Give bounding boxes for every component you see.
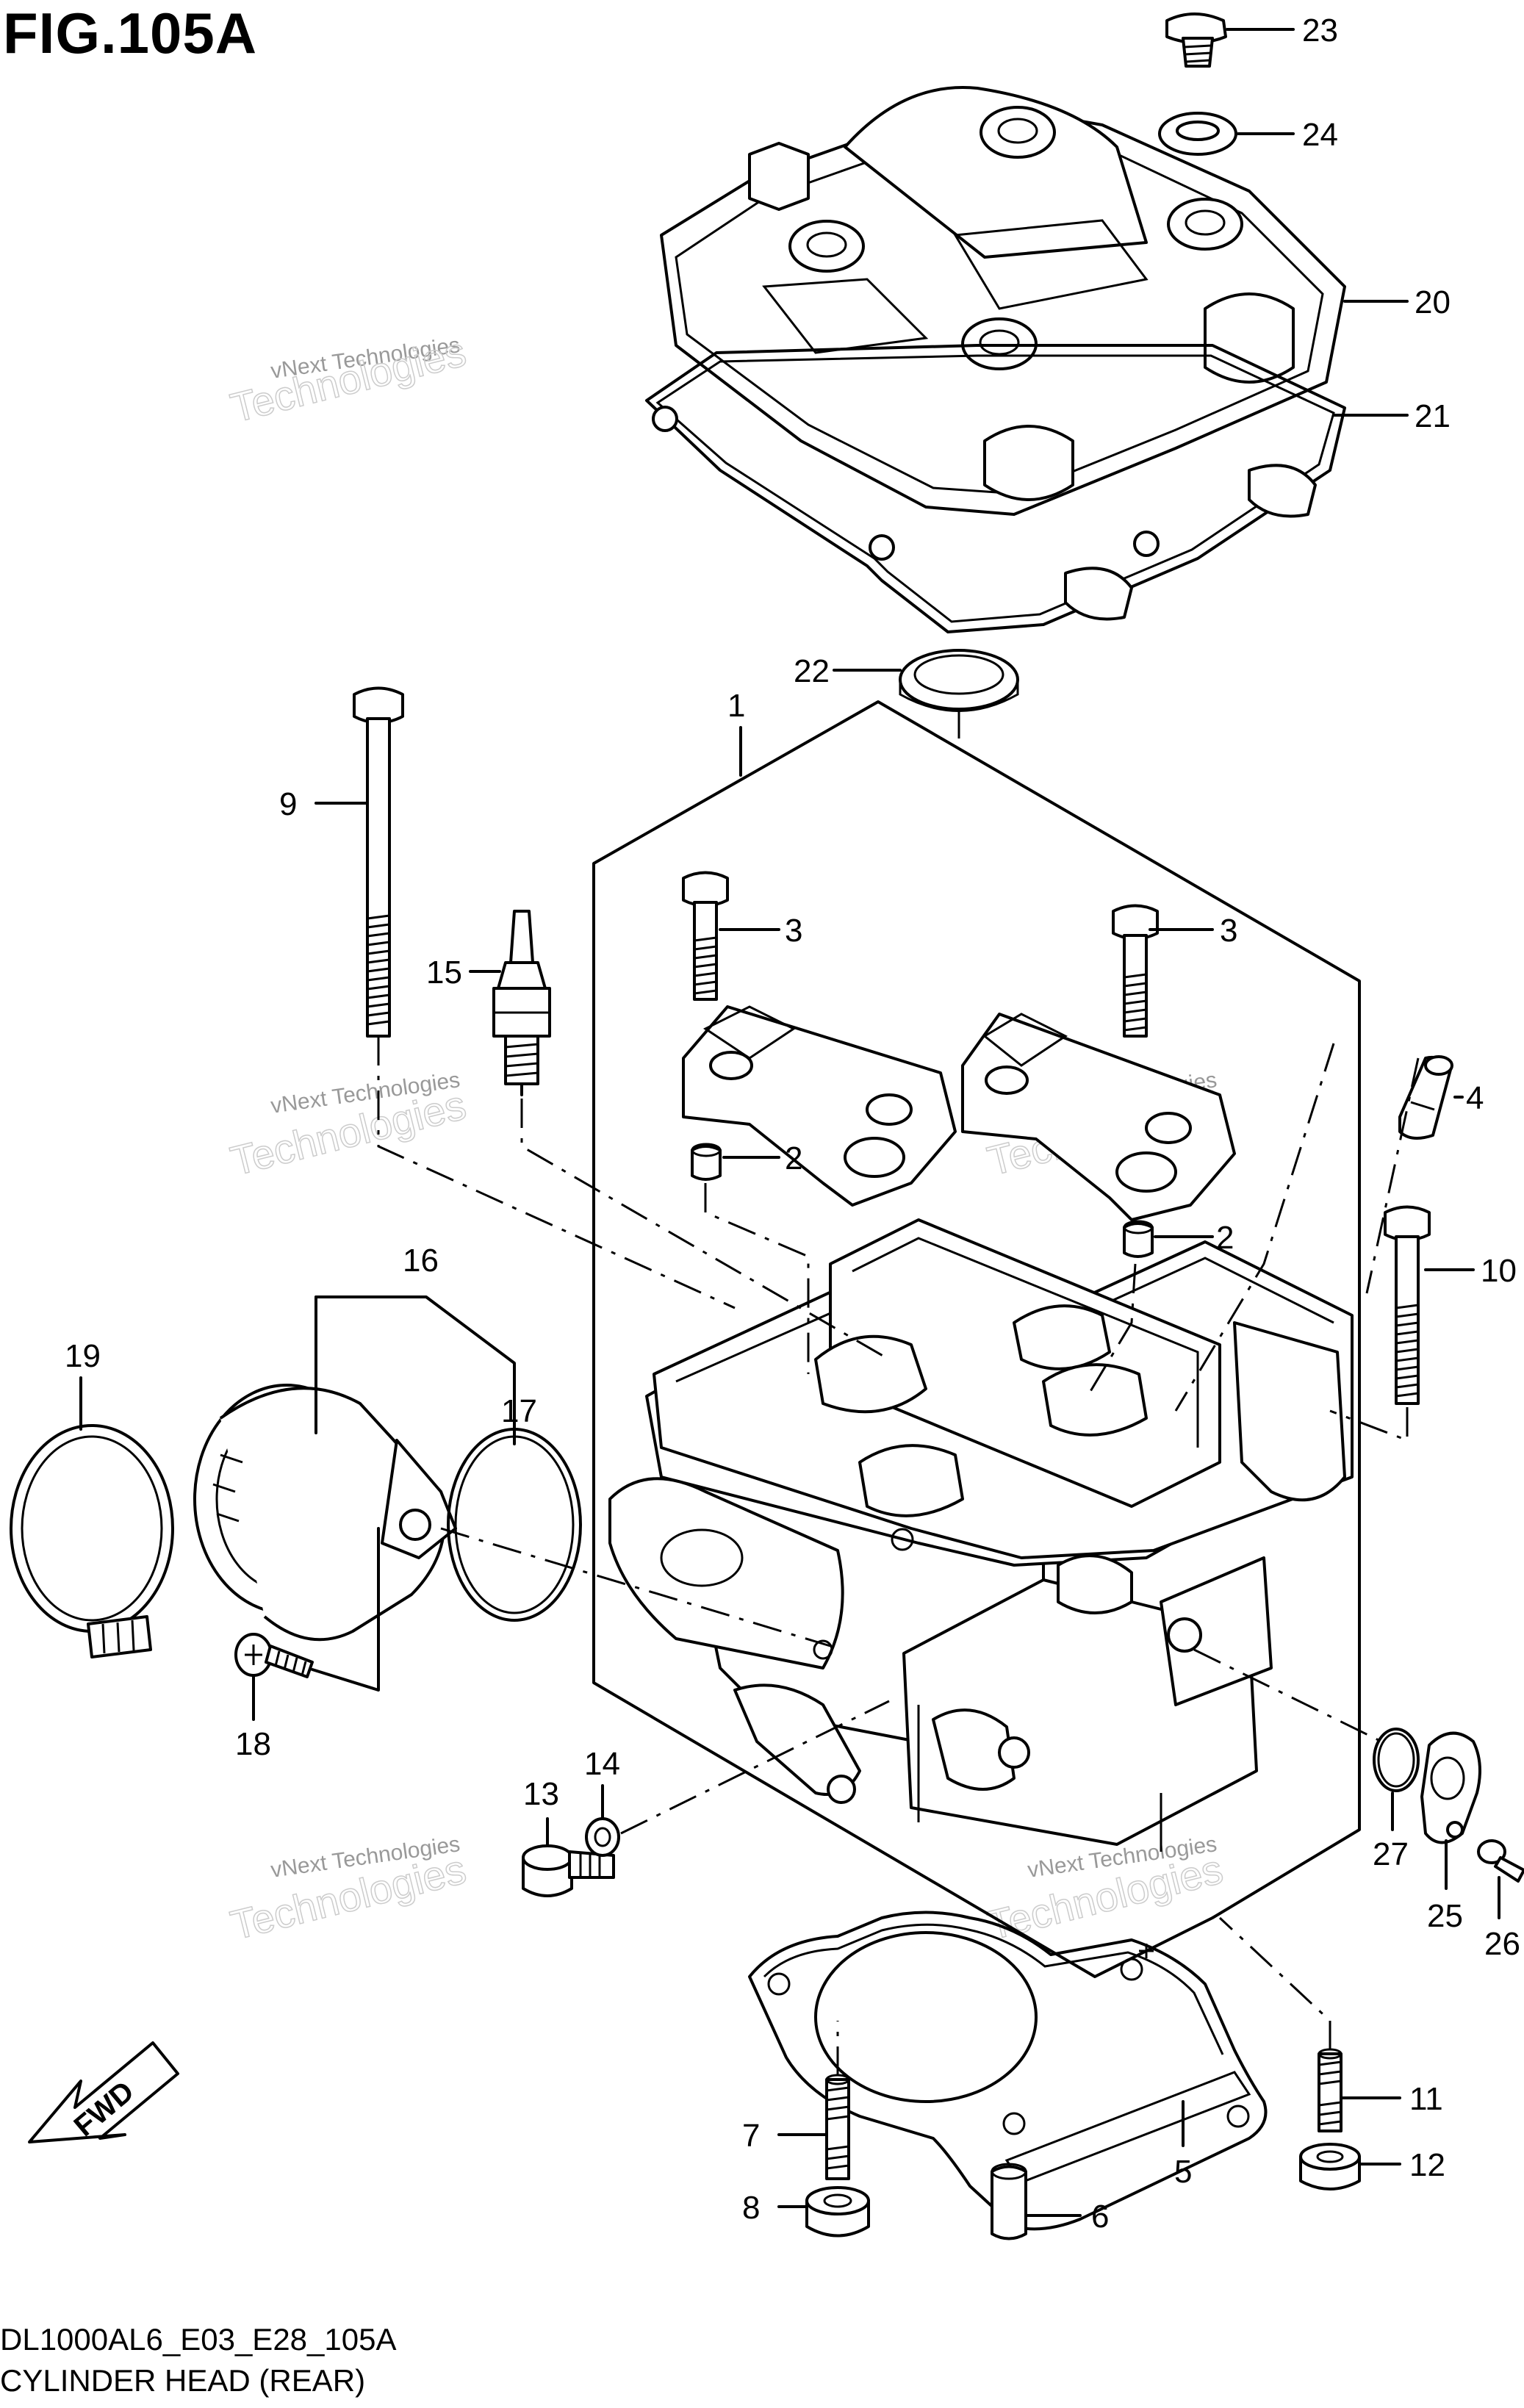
- callout-3a: 3: [785, 913, 802, 949]
- part-11-stud: [1318, 2048, 1343, 2132]
- callout-20: 20: [1415, 284, 1451, 320]
- part-12-nut: [1299, 2143, 1361, 2190]
- callout-13: 13: [523, 1776, 559, 1812]
- part-15-spark-plug: [492, 910, 551, 1096]
- part-20-head-cover: [660, 86, 1346, 516]
- callout-2a: 2: [785, 1140, 802, 1176]
- part-21-gasket: [645, 344, 1346, 633]
- callout-4: 4: [1466, 1080, 1484, 1116]
- callout-5: 5: [1174, 2154, 1192, 2190]
- callout-18: 18: [235, 1726, 271, 1762]
- callout-12: 12: [1409, 2147, 1445, 2183]
- callout-9: 9: [279, 786, 297, 822]
- callout-7: 7: [742, 2118, 760, 2154]
- part-6-dowel: [991, 2163, 1027, 2240]
- callout-17: 17: [501, 1393, 537, 1429]
- callout-23: 23: [1302, 12, 1338, 48]
- part-22-seal: [899, 649, 1019, 712]
- callout-1: 1: [727, 688, 745, 724]
- leader-lines: [79, 28, 1500, 2217]
- callout-27: 27: [1373, 1836, 1409, 1872]
- callout-25: 25: [1427, 1898, 1463, 1934]
- fwd-arrow-icon: FWD: [28, 2041, 179, 2143]
- part-7-stud: [825, 2074, 850, 2180]
- callout-6: 6: [1091, 2199, 1109, 2235]
- part-18-screw: [234, 1633, 314, 1678]
- part-4-pin: [1398, 1055, 1453, 1140]
- part-2-dowel-right: [1123, 1220, 1154, 1258]
- callout-3b: 3: [1220, 913, 1237, 949]
- part-16-intake-pipe: [193, 1384, 457, 1642]
- part-1-assembly-frame: [592, 700, 1361, 1978]
- part-2-dowel-left: [691, 1143, 722, 1181]
- callout-labels: 23 24 20 21 22 1 9 15 3 3 2 2 4 10 16 17…: [65, 12, 1520, 2235]
- part-27-o-ring: [1373, 1728, 1420, 1792]
- callout-14: 14: [584, 1746, 620, 1782]
- callout-26: 26: [1484, 1926, 1520, 1962]
- part-3-bolt-right: [1112, 904, 1159, 1038]
- callout-16: 16: [403, 1243, 439, 1279]
- callout-22: 22: [794, 653, 830, 689]
- part-19-clamp: [10, 1424, 174, 1658]
- callout-8: 8: [742, 2190, 760, 2226]
- callout-15: 15: [426, 955, 462, 991]
- part-3-bolt-left: [682, 871, 729, 1001]
- callout-10: 10: [1481, 1253, 1517, 1289]
- callout-11: 11: [1409, 2081, 1443, 2117]
- callout-2b: 2: [1216, 1220, 1234, 1256]
- part-25-cover: [1420, 1731, 1481, 1844]
- camshaft-cap-left: [682, 1005, 957, 1207]
- part-23-bolt: [1165, 12, 1227, 68]
- watermark-text: Technologies: [226, 328, 470, 431]
- part-13-flange-bolt: [522, 1844, 615, 1897]
- part-14-washer: [585, 1817, 620, 1857]
- part-10-long-bolt: [1384, 1205, 1431, 1405]
- part-17-o-ring: [447, 1428, 582, 1622]
- assembly-lines: [377, 709, 1420, 2076]
- figure-title: FIG.105A: [3, 1, 258, 65]
- part-9-long-bolt: [353, 686, 404, 1038]
- figure-code: DL1000AL6_E03_E28_105A: [0, 2322, 397, 2357]
- part-8-nut: [805, 2186, 870, 2238]
- callout-19: 19: [65, 1338, 101, 1374]
- callout-24: 24: [1302, 117, 1338, 153]
- camshaft-cap-right: [961, 1013, 1236, 1221]
- callout-21: 21: [1415, 398, 1451, 434]
- part-1-cylinder-head: [608, 1218, 1354, 1852]
- part-26-screw: [1477, 1839, 1524, 1883]
- part-24-washer: [1158, 112, 1237, 156]
- figure-name: CYLINDER HEAD (REAR): [0, 2363, 366, 2398]
